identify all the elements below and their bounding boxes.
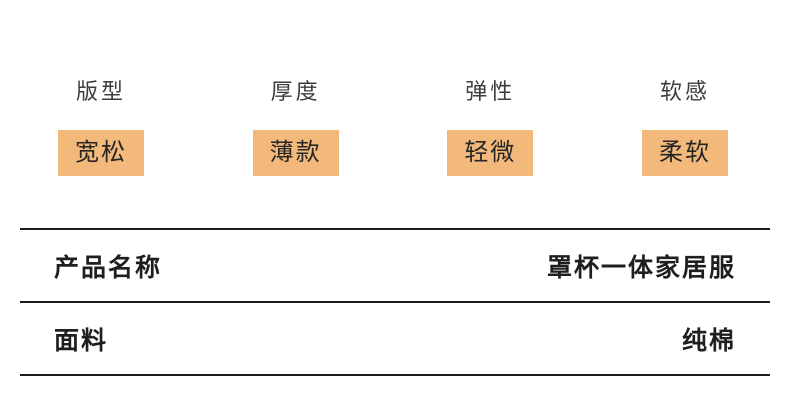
spec-row-fabric: 面料 纯棉 xyxy=(20,303,770,376)
attribute-row: 版型 宽松 厚度 薄款 弹性 轻微 软感 柔软 xyxy=(0,0,790,176)
spec-label-product-name: 产品名称 xyxy=(54,253,163,282)
spec-label-fabric: 面料 xyxy=(54,326,109,355)
attribute-value-thickness: 薄款 xyxy=(252,130,339,176)
spec-value-fabric: 纯棉 xyxy=(681,326,736,355)
attribute-value-elasticity: 轻微 xyxy=(447,130,534,176)
attribute-label-softness: 软感 xyxy=(659,79,710,104)
attribute-col-elasticity: 弹性 轻微 xyxy=(447,78,534,176)
attribute-value-softness: 柔软 xyxy=(641,130,728,176)
attribute-col-fit: 版型 宽松 xyxy=(58,78,144,176)
attribute-label-fit: 版型 xyxy=(75,79,126,104)
spec-table: 产品名称 罩杯一体家居服 面料 纯棉 xyxy=(20,228,770,376)
attribute-label-elasticity: 弹性 xyxy=(465,79,516,104)
spec-value-product-name: 罩杯一体家居服 xyxy=(546,253,736,282)
spec-row-product-name: 产品名称 罩杯一体家居服 xyxy=(20,230,770,303)
attribute-col-softness: 软感 柔软 xyxy=(641,78,728,176)
attribute-label-thickness: 厚度 xyxy=(270,79,321,104)
attribute-value-fit: 宽松 xyxy=(58,130,144,176)
attribute-col-thickness: 厚度 薄款 xyxy=(252,78,339,176)
